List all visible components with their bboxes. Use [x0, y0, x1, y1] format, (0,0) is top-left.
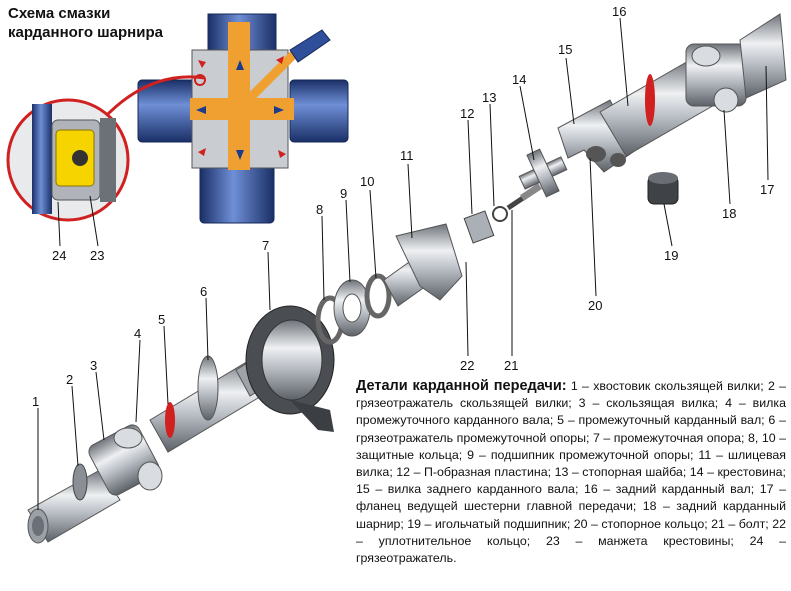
callout-15: 15 — [558, 42, 572, 57]
callout-17: 17 — [760, 182, 774, 197]
callout-24: 24 — [52, 248, 66, 263]
callout-10: 10 — [360, 174, 374, 189]
rear-shaft-assembly — [557, 13, 787, 205]
callout-14: 14 — [512, 72, 526, 87]
callout-11: 11 — [400, 148, 414, 163]
seal-detail-zoom — [6, 74, 206, 222]
callout-2: 2 — [66, 372, 73, 387]
callout-5: 5 — [158, 312, 165, 327]
scheme-title: Схема смазки карданного шарнира — [8, 5, 163, 41]
callout-20: 20 — [588, 298, 602, 313]
callout-18: 18 — [722, 206, 736, 221]
parts-legend: Детали карданной передачи: 1 – хвостовик… — [356, 378, 786, 567]
callout-8: 8 — [316, 202, 323, 217]
callout-9: 9 — [340, 186, 347, 201]
callout-7: 7 — [262, 238, 269, 253]
legend-heading: Детали карданной передачи: — [356, 378, 567, 394]
callout-13: 13 — [482, 90, 496, 105]
callout-labels: 1 2 3 4 5 6 7 8 9 10 11 12 13 14 15 16 1… — [32, 4, 774, 409]
leader-lines — [37, 17, 769, 510]
callout-6: 6 — [200, 284, 207, 299]
callout-23: 23 — [90, 248, 104, 263]
callout-4: 4 — [134, 326, 141, 341]
callout-22: 22 — [460, 358, 474, 373]
legend-text: 1 – хвостовик скользящей вилки; 2 – гряз… — [356, 379, 787, 566]
callout-21: 21 — [504, 358, 518, 373]
lubrication-scheme — [137, 13, 349, 224]
callout-3: 3 — [90, 358, 97, 373]
callout-1: 1 — [32, 394, 39, 409]
callout-16: 16 — [612, 4, 626, 19]
callout-19: 19 — [664, 248, 678, 263]
callout-12: 12 — [460, 106, 474, 121]
front-shaft-assembly — [27, 148, 568, 544]
